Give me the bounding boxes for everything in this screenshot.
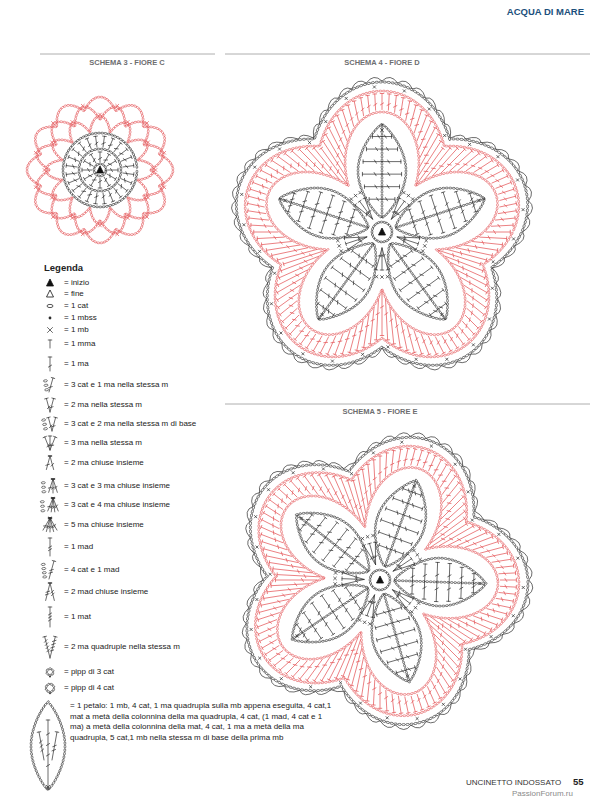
page: ACQUA DI MARESCHEMA 3 - FIORE CSCHEMA 4 … [0,0,590,800]
